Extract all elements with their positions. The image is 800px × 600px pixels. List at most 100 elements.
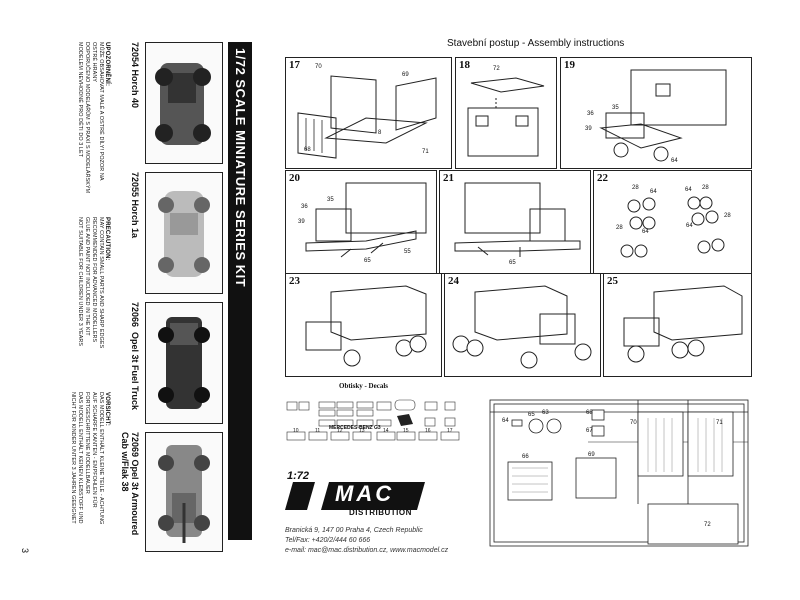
- part-label: 35: [612, 105, 619, 111]
- assembly-header: Stavební postup - Assembly instructions: [447, 38, 625, 49]
- warning-en-line: MAY CONTAIN SMALL PARTS AND SHARP EDGES: [98, 217, 104, 349]
- decal-number: 12: [337, 428, 343, 434]
- warning-en-line: RECOMMENDED FOR ADVANCED MODELLERS: [91, 217, 97, 343]
- contact-block: Branická 9, 147 00 Praha 4, Czech Republ…: [285, 526, 448, 556]
- part-label: 64: [686, 223, 693, 229]
- band-title: 1/72 SCALE MINIATURE SERIES KIT: [233, 48, 248, 288]
- warning-de-title: VORSICHT:: [104, 392, 110, 427]
- warning-de-line: NICHT FÜR KINDER UNTER 3 JAHREN GEEIGNET: [70, 392, 76, 524]
- warning-en: PRECAUTION: MAY CONTAIN SMALL PARTS AND …: [76, 217, 110, 348]
- sprue-part-label: 71: [716, 420, 723, 426]
- warning-de: VORSICHT: DAS MODELL ENTHÄLT KLEINE TEIL…: [69, 392, 110, 524]
- part-label: 72: [493, 66, 500, 72]
- logo-brand: MAC: [335, 481, 395, 506]
- warning-cz: UPOZORNĚNÍ: MŮŽE OBSAHOVAT MALÉ A OSTRÉ …: [76, 42, 110, 193]
- sprue-part-label: 63: [542, 410, 549, 416]
- step-23: 23: [285, 273, 442, 377]
- step-17: 17 70 69 68 71 8: [285, 57, 452, 169]
- warning-de-line: DAS MODELL ENTHÄLT KLEINE TEILE - ACHTUN…: [98, 392, 104, 525]
- warning-cz-line: MŮŽE OBSAHOVAT MALÉ A OSTRÉ DÍLY! POZOR …: [98, 42, 104, 181]
- page-number: 3: [20, 548, 30, 554]
- part-label: 64: [642, 229, 649, 235]
- scale-band: [228, 42, 252, 540]
- sprue-part-label: 64: [502, 418, 509, 424]
- decal-number: 16: [425, 428, 431, 434]
- part-label: 8: [378, 130, 382, 136]
- part-label: 39: [298, 219, 305, 225]
- contact-email[interactable]: e-mail: mac@mac.distribution.cz, www.mac…: [285, 547, 449, 554]
- product-title-72055: 72055 Horch 1a: [130, 172, 140, 239]
- part-label: 28: [724, 213, 731, 219]
- part-label: 68: [304, 147, 311, 153]
- contact-phone: Tel/Fax: +420/2/444 60 666: [285, 537, 371, 544]
- sprue-part-label: 65: [528, 412, 535, 418]
- part-label: 28: [616, 225, 623, 231]
- mac-distribution-logo: 1:72 MAC DISTRIBUTION: [285, 470, 435, 518]
- part-label: 39: [585, 126, 592, 132]
- part-label: 28: [632, 185, 639, 191]
- warning-cz-line: DOPORUČENO MODELÁŘŮM S PRAXÍ S MODELÁŘSK…: [84, 42, 90, 194]
- decal-number: 10: [293, 428, 299, 434]
- part-label: 36: [301, 204, 308, 210]
- step-25: 25: [603, 273, 752, 377]
- step-20: 20 35 36 39 65 55: [285, 170, 437, 274]
- part-label: 65: [509, 260, 516, 266]
- logo-sub: DISTRIBUTION: [349, 508, 412, 517]
- decal-number: 13: [359, 428, 365, 434]
- decals-title: Obtisky - Decals: [339, 382, 388, 390]
- warning-de-line: FORTGESCHRITTENE MODELLBAUER: [84, 392, 90, 494]
- decal-brand: MERCEDES-BENZ G3: [329, 425, 381, 431]
- part-label: 28: [702, 185, 709, 191]
- product-image-72066: [145, 302, 223, 424]
- product-title-72069: 72069 Opel 3t Armoured Cab w/Flak 38: [120, 432, 140, 536]
- sprue-part-label: 72: [704, 522, 711, 528]
- step-number: 23: [289, 275, 300, 287]
- part-label: 35: [327, 197, 334, 203]
- part-label: 70: [315, 64, 322, 70]
- sprue-part-label: 66: [522, 454, 529, 460]
- sprue-part-label: 67: [586, 428, 593, 434]
- step-number: 17: [289, 59, 300, 71]
- step-number: 22: [597, 172, 608, 184]
- product-image-72069: [145, 432, 223, 552]
- step-24: 24: [444, 273, 601, 377]
- sprue-part-label: 69: [588, 452, 595, 458]
- step-number: 18: [459, 59, 470, 71]
- warning-en-title: PRECAUTION:: [104, 217, 110, 261]
- step-number: 21: [443, 172, 454, 184]
- product-image-72055: [145, 172, 223, 294]
- step-number: 19: [564, 59, 575, 71]
- contact-address: Branická 9, 147 00 Praha 4, Czech Republ…: [285, 527, 423, 534]
- part-label: 55: [404, 249, 411, 255]
- decals-panel: Obtisky - Decals MERCEDES-BENZ G3 10 11 …: [285, 382, 475, 444]
- step-19: 19 35 36 39 64: [560, 57, 752, 169]
- step-number: 24: [448, 275, 459, 287]
- part-label: 69: [402, 72, 409, 78]
- step-number: 25: [607, 275, 618, 287]
- sprue-frame: 64 65 63 68 67 70 71 66 69 72: [488, 392, 750, 550]
- decal-number: 15: [403, 428, 409, 434]
- decal-number: 11: [315, 428, 321, 434]
- product-image-72054: [145, 42, 223, 164]
- part-label: 36: [587, 111, 594, 117]
- part-label: 64: [650, 189, 657, 195]
- sprue-part-label: 70: [630, 420, 637, 426]
- decal-number: 14: [383, 428, 389, 434]
- step-21: 21 65: [439, 170, 591, 274]
- part-label: 65: [364, 258, 371, 264]
- product-title-72066: 72066 Opel 3t Fuel Truck: [130, 302, 140, 411]
- step-22: 22 28 64 64 28 28 28 64 64: [593, 170, 752, 274]
- logo-scale: 1:72: [287, 470, 310, 482]
- part-label: 71: [422, 149, 429, 155]
- part-label: 64: [671, 158, 678, 164]
- product-title-72054: 72054 Horch 40: [130, 42, 140, 109]
- sprue-part-label: 68: [586, 410, 593, 416]
- warning-de-line: AUF SCHARFE KANTEN - EMPFOHLEN FÜR: [91, 392, 97, 508]
- warning-de-line: DAS MODELL ENTHÄLT KEINEN KLEBSTOFF UND: [77, 392, 83, 524]
- warning-cz-line: OSTRÉ HRANY: [91, 42, 97, 83]
- warning-en-line: GLUE AND PAINT NOT INCLUDED IN THE KIT: [84, 217, 90, 336]
- step-number: 20: [289, 172, 300, 184]
- warning-cz-line: MODELEM NEVHODNÉ PRO DĚTI DO 3 LET: [77, 42, 83, 158]
- decal-number: 17: [447, 428, 453, 434]
- part-label: 64: [685, 187, 692, 193]
